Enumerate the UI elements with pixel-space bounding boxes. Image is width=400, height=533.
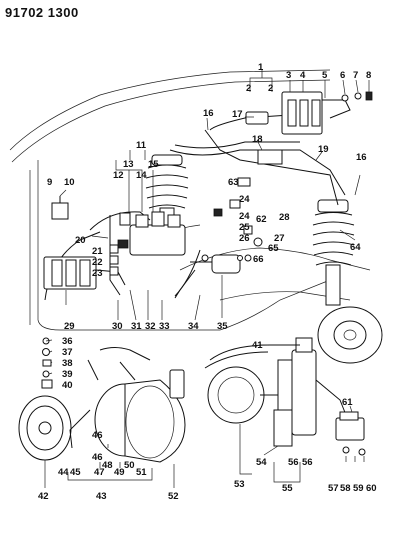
sensor-stack	[109, 244, 119, 276]
callout-16a: 16	[203, 108, 214, 119]
callout-63: 63	[228, 177, 239, 188]
callout-8: 8	[366, 70, 371, 81]
callout-18: 18	[252, 134, 263, 145]
callout-41: 41	[252, 340, 263, 351]
front-wheel	[317, 306, 383, 364]
callout-39: 39	[62, 369, 73, 380]
callout-48: 48	[102, 460, 113, 471]
callout-60: 60	[366, 483, 377, 494]
callout-1: 1	[258, 62, 264, 73]
callout-14: 14	[136, 170, 147, 181]
callout-28: 28	[279, 212, 290, 223]
callout-33: 33	[159, 321, 170, 332]
callout-49: 49	[114, 467, 125, 478]
fittings-right	[213, 177, 263, 262]
callout-38: 38	[62, 358, 73, 369]
right-strut-assembly	[312, 199, 355, 306]
callout-45: 45	[70, 467, 81, 478]
callout-22: 22	[92, 257, 103, 268]
callout-46b: 46	[92, 430, 103, 441]
callout-64: 64	[350, 242, 361, 253]
callout-50: 50	[124, 460, 135, 471]
booster-assembly	[18, 347, 186, 463]
vehicle-body-outline	[9, 69, 371, 331]
leader-lines	[44, 70, 370, 488]
callout-10: 10	[64, 177, 75, 188]
callout-20: 20	[75, 235, 86, 246]
valve-assembly-left	[43, 256, 126, 290]
callout-57: 57	[328, 483, 339, 494]
callout-7: 7	[353, 70, 358, 81]
callout-23: 23	[92, 268, 103, 279]
callout-21: 21	[92, 246, 103, 257]
callout-24b: 24	[239, 211, 250, 222]
callout-52: 52	[168, 491, 179, 502]
callout-53: 53	[234, 479, 245, 490]
callout-4: 4	[300, 70, 306, 81]
callout-58: 58	[340, 483, 351, 494]
bracket-9	[51, 196, 69, 220]
callout-59: 59	[353, 483, 364, 494]
callout-54: 54	[256, 457, 267, 468]
callout-34: 34	[188, 321, 199, 332]
callout-65: 65	[268, 243, 279, 254]
callout-66: 66	[253, 254, 264, 265]
callout-13: 13	[123, 159, 134, 170]
callout-6: 6	[340, 70, 345, 81]
callout-42: 42	[38, 491, 49, 502]
callout-5: 5	[322, 70, 328, 81]
callout-29: 29	[64, 321, 75, 332]
callout-15: 15	[148, 159, 159, 170]
callout-31: 31	[131, 321, 142, 332]
callout-44: 44	[58, 467, 69, 478]
callout-2b: 2	[268, 83, 273, 94]
callout-25: 25	[239, 222, 250, 233]
callout-62: 62	[256, 214, 267, 225]
callout-26: 26	[239, 233, 250, 244]
callout-3: 3	[286, 70, 291, 81]
callout-36: 36	[62, 336, 73, 347]
callout-30: 30	[112, 321, 123, 332]
hydraulic-unit-center	[117, 211, 186, 256]
callout-32: 32	[145, 321, 156, 332]
callout-40: 40	[62, 380, 73, 391]
callout-16b: 16	[356, 152, 367, 163]
callout-37: 37	[62, 347, 73, 358]
callout-17: 17	[232, 109, 243, 120]
callout-56a: 56	[288, 457, 299, 468]
valve-block-top	[245, 91, 373, 165]
small-parts-stack	[41, 337, 53, 389]
callout-55: 55	[282, 483, 293, 494]
callout-51: 51	[136, 467, 147, 478]
callout-19: 19	[318, 144, 329, 155]
callout-labels: 1 2 2 3 4 5 6 7 8 9 10 11 12 13 14 15 16…	[38, 62, 377, 502]
callout-9: 9	[47, 177, 52, 188]
callout-47: 47	[94, 467, 105, 478]
callout-2a: 2	[246, 83, 251, 94]
callout-46a: 46	[92, 452, 103, 463]
callout-12: 12	[113, 170, 124, 181]
hydraulic-unit-right	[204, 337, 349, 447]
actuator-35	[174, 254, 241, 299]
callout-61: 61	[342, 397, 353, 408]
callout-27: 27	[274, 233, 285, 244]
diagram-code: 91702 1300	[5, 5, 79, 20]
callout-43: 43	[96, 491, 107, 502]
callout-56b: 56	[302, 457, 313, 468]
callout-24a: 24	[239, 194, 250, 205]
callout-35: 35	[217, 321, 228, 332]
callout-11: 11	[136, 140, 147, 151]
control-unit-61	[335, 411, 366, 456]
